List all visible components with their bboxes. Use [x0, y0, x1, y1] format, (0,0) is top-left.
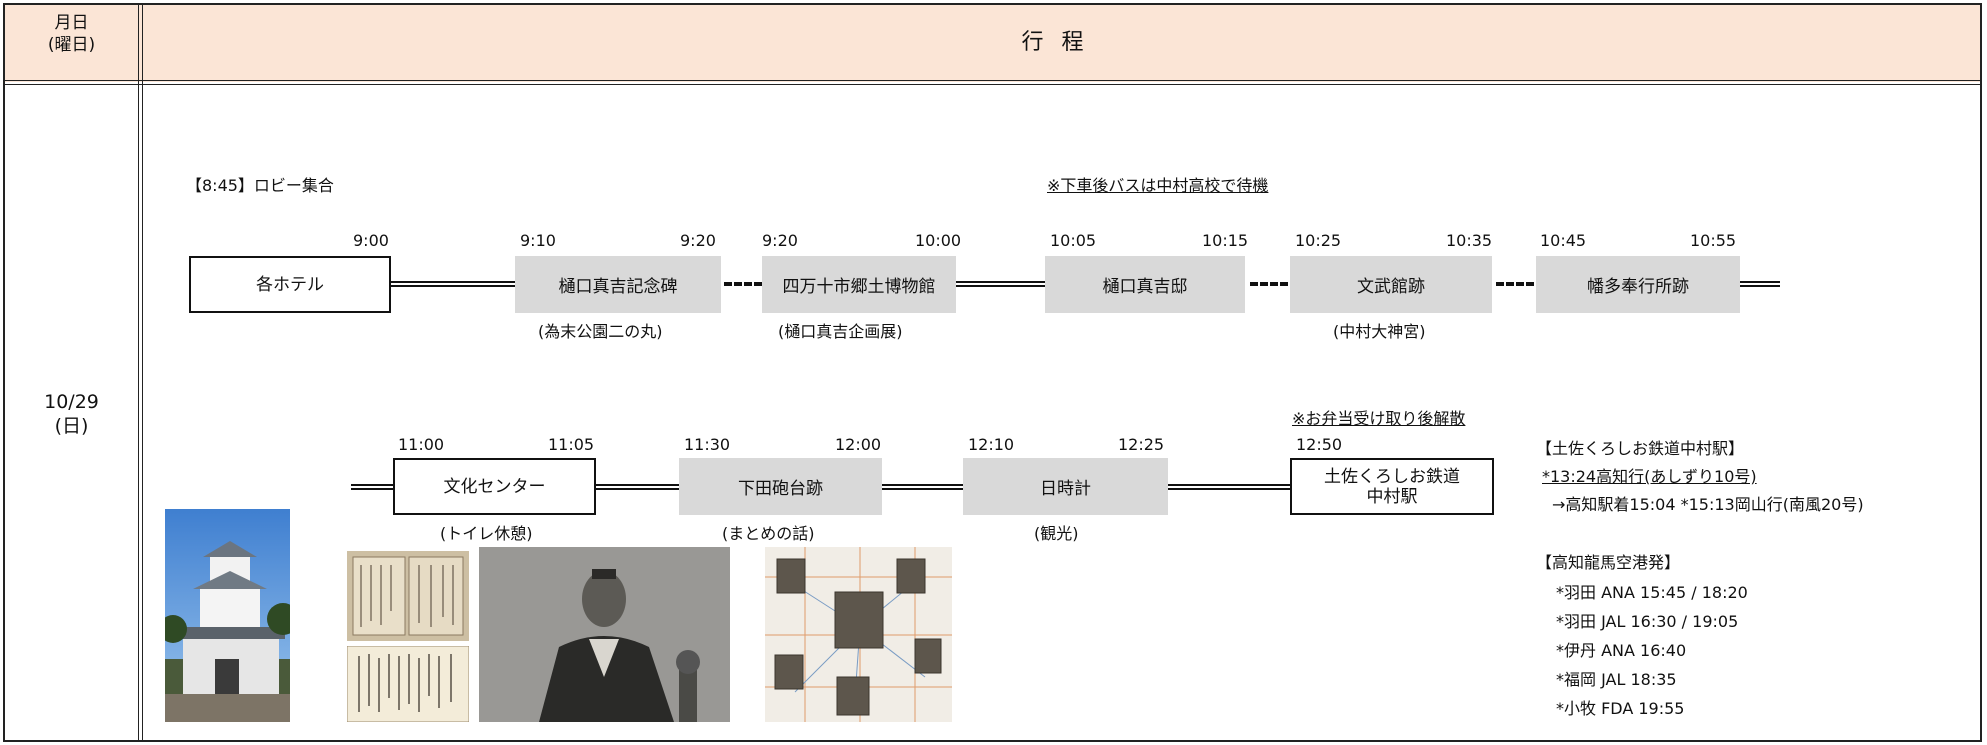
station-info-title: 【土佐くろしお鉄道中村駅】 [1536, 439, 1745, 458]
hotel-depart-time: 9:00 [353, 231, 389, 250]
walk-dashed-line [1250, 282, 1288, 286]
samurai-portrait-photo [479, 547, 730, 722]
date-header-label: 月日 [54, 13, 89, 33]
final-station-line1: 土佐くろしお鉄道 [1324, 466, 1460, 487]
letter-photo [347, 646, 469, 722]
route-line [596, 484, 679, 490]
stop-arrive-time: 12:10 [968, 435, 1015, 454]
weekday-header-label: (曜日) [47, 35, 96, 55]
stop-sundial: 日時計 [963, 458, 1168, 515]
route-line [956, 281, 1045, 287]
stop-arrive-time: 9:10 [520, 231, 556, 250]
train-line-1: *13:24高知行(あしずり10号) [1542, 467, 1757, 486]
assembly-note: 【8:45】ロビー集合 [186, 176, 334, 195]
dismiss-note: ※お弁当受け取り後解散 [1292, 409, 1466, 428]
document-photo [347, 551, 469, 641]
stop-depart-time: 10:00 [915, 231, 962, 250]
stop-depart-time: 10:55 [1690, 231, 1737, 250]
route-line [1168, 484, 1290, 490]
walk-dashed-line [1496, 282, 1534, 286]
final-station-line2: 中村駅 [1366, 486, 1418, 507]
stop-depart-time: 10:35 [1446, 231, 1493, 250]
stop-depart-time: 12:00 [835, 435, 882, 454]
stop-arrive-time: 10:25 [1295, 231, 1342, 250]
route-line [882, 484, 963, 490]
flight-item: *福岡 JAL 18:35 [1556, 670, 1677, 689]
stop-arrive-time: 11:30 [684, 435, 731, 454]
stop-shimoda-battery: 下田砲台跡 [679, 458, 882, 515]
flight-item: *小牧 FDA 19:55 [1556, 699, 1685, 718]
stop-arrive-time: 9:20 [762, 231, 798, 250]
walk-dashed-line [724, 282, 762, 286]
stop-subtitle: (観光) [1034, 524, 1079, 543]
itinerary-header: 行程 [1021, 30, 1102, 55]
date-weekday: (日) [54, 415, 89, 437]
table-frame [3, 3, 1982, 742]
stop-higuchi-residence: 樋口真吉邸 [1045, 256, 1245, 313]
stop-museum: 四万十市郷土博物館 [762, 256, 956, 313]
date-day: 10/29 [44, 391, 99, 413]
stop-subtitle: (樋口真吉企画展) [778, 322, 903, 341]
stop-arrive-time: 11:00 [398, 435, 445, 454]
hotel-box: 各ホテル [189, 256, 391, 313]
stop-depart-time: 10:15 [1202, 231, 1249, 250]
flight-item: *羽田 JAL 16:30 / 19:05 [1556, 612, 1739, 631]
stop-depart-time: 11:05 [548, 435, 595, 454]
airport-info-title: 【高知龍馬空港発】 [1536, 553, 1681, 572]
stop-depart-time: 9:20 [680, 231, 716, 250]
stop-bunka-center: 文化センター [393, 458, 596, 515]
final-arrive-time: 12:50 [1296, 435, 1343, 454]
column-divider [138, 5, 143, 742]
stop-hata-magistrate: 幡多奉行所跡 [1536, 256, 1740, 313]
portraits-chart-photo [765, 547, 952, 722]
stop-depart-time: 12:25 [1118, 435, 1165, 454]
final-station-box: 土佐くろしお鉄道 中村駅 [1290, 458, 1494, 515]
bus-note: ※下車後バスは中村高校で待機 [1047, 176, 1269, 195]
stop-arrive-time: 10:45 [1540, 231, 1587, 250]
date-column-header: 月日 (曜日) [5, 12, 138, 56]
route-line [1740, 281, 1780, 287]
stop-arrive-time: 10:05 [1050, 231, 1097, 250]
stop-subtitle: (中村大神宮) [1333, 322, 1426, 341]
date-cell: 10/29 (日) [5, 390, 138, 438]
header-background [5, 5, 1980, 82]
stop-higuchi-monument: 樋口真吉記念碑 [515, 256, 721, 313]
train-line-2: →高知駅着15:04 *15:13岡山行(南風20号) [1552, 495, 1864, 514]
route-line [351, 484, 393, 490]
flight-item: *伊丹 ANA 16:40 [1556, 641, 1687, 660]
flight-item: *羽田 ANA 15:45 / 18:20 [1556, 583, 1748, 602]
stop-subtitle: (トイレ休憩) [440, 524, 533, 543]
route-line [391, 281, 515, 287]
stop-subtitle: (まとめの話) [722, 524, 815, 543]
castle-photo [165, 509, 290, 722]
stop-bunbukan: 文武館跡 [1290, 256, 1492, 313]
header-divider [5, 80, 1980, 85]
stop-subtitle: (為末公園二の丸) [538, 322, 663, 341]
